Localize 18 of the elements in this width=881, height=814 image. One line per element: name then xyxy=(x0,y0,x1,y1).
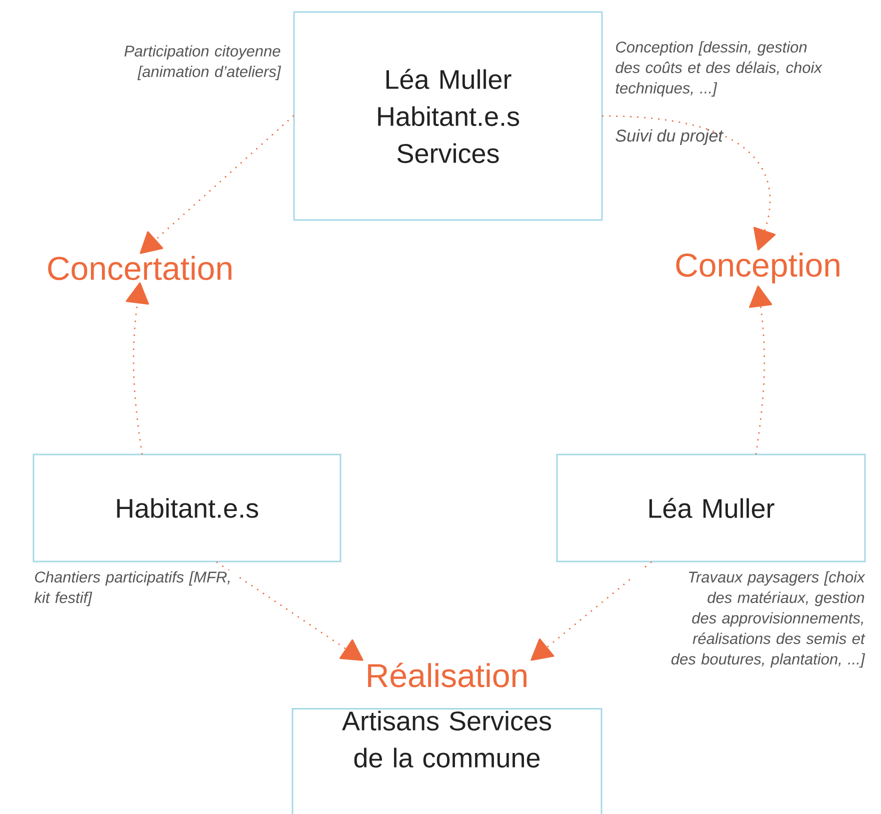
arrow xyxy=(216,561,364,661)
text-box: Léa Muller xyxy=(556,454,866,562)
note-text: Suivi du projet xyxy=(616,129,724,146)
text-box: Habitant.e.s xyxy=(32,454,342,562)
arrow xyxy=(602,115,776,250)
edge-label: Chantiers participatifs [MFR, kit festif] xyxy=(33,570,236,608)
arrow xyxy=(140,115,294,254)
step-title: Réalisation xyxy=(368,662,526,688)
edge-label: Participation citoyenne [animation d’ateliers] xyxy=(120,44,282,82)
arrow xyxy=(749,286,772,455)
arrow xyxy=(530,561,652,661)
edge-label: Travaux paysagers [choix des matériaux, gestion des approvisionnements, réalisations des semis et des boutures, plantation, ...] xyxy=(634,570,866,669)
text-box: Léa Muller Habitant.e.s Services xyxy=(293,11,603,221)
arrow xyxy=(126,282,149,455)
step-title: Conception xyxy=(676,252,840,284)
text-box: Artisans Services de la commune xyxy=(292,708,602,814)
step-title: Concertation xyxy=(48,256,232,280)
edge-label: Conception [dessin, gestion des coûts et des délais, choix techniques, ...] xyxy=(614,40,826,98)
